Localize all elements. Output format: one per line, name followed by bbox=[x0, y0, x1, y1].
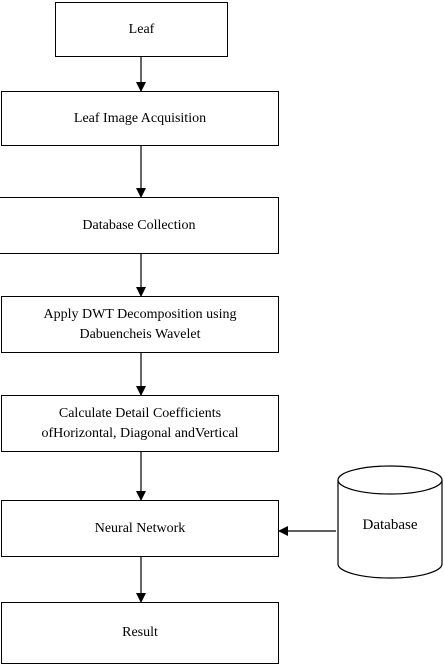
step-leaf: Leaf bbox=[55, 2, 228, 57]
step-coefficients-line-1: Calculate Detail Coefficients bbox=[58, 405, 222, 421]
step-neural-network-label: Neural Network bbox=[94, 520, 186, 536]
step-apply-dwt-line-1: Apply DWT Decomposition using bbox=[43, 306, 237, 322]
step-database-collection-label: Database Collection bbox=[82, 217, 196, 233]
step-leaf-label: Leaf bbox=[128, 21, 155, 37]
step-result: Result bbox=[1, 602, 279, 664]
step-coefficients-line-2: ofHorizontal, Diagonal andVertical bbox=[41, 425, 239, 441]
step-calculate-detail-coefficients: Calculate Detail Coefficients ofHorizont… bbox=[1, 395, 279, 452]
step-leaf-image-acquisition: Leaf Image Acquisition bbox=[1, 91, 279, 146]
database-label: Database bbox=[362, 517, 418, 533]
database-cylinder-top bbox=[337, 465, 443, 495]
step-neural-network: Neural Network bbox=[1, 500, 279, 557]
step-apply-dwt-decomposition: Apply DWT Decomposition using Dabuenchei… bbox=[1, 296, 279, 353]
step-database-collection: Database Collection bbox=[0, 197, 279, 254]
database-cylinder-icon bbox=[337, 465, 443, 579]
database-cylinder-body bbox=[337, 480, 443, 579]
step-leaf-image-acquisition-label: Leaf Image Acquisition bbox=[73, 110, 207, 126]
step-apply-dwt-line-2: Dabuencheis Wavelet bbox=[79, 326, 201, 342]
step-result-label: Result bbox=[122, 625, 158, 640]
